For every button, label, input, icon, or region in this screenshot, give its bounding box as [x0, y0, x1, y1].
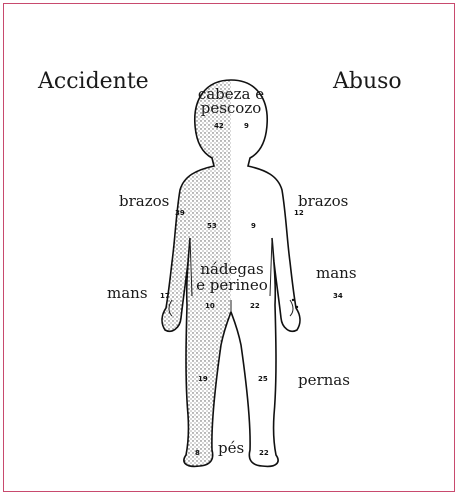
label-brazos-left: brazos [119, 194, 169, 209]
count-arm-abuse: 12 [294, 210, 304, 217]
accident-heading: Accidente [38, 71, 149, 93]
label-cabeza-line2: pescozo [195, 101, 267, 116]
count-buttock-accident: 10 [205, 303, 215, 310]
count-buttock-abuse: 22 [250, 303, 260, 310]
count-leg-accident: 19 [198, 376, 208, 383]
count-head-abuse: 9 [244, 123, 249, 130]
label-pes: pés [218, 441, 244, 456]
label-nadegas-line2: e perineo [189, 278, 275, 293]
count-foot-accident: 8 [195, 450, 200, 457]
count-torso-accident: 53 [207, 223, 217, 230]
count-hand-accident: 17 [160, 293, 170, 300]
label-mans-right: mans [316, 266, 357, 281]
count-torso-abuse: 9 [251, 223, 256, 230]
label-pernas: pernas [298, 373, 350, 388]
abuse-heading: Abuso [333, 71, 402, 93]
count-leg-abuse: 25 [258, 376, 268, 383]
count-hand-abuse: 34 [333, 293, 343, 300]
label-brazos-right: brazos [298, 194, 348, 209]
count-foot-abuse: 22 [259, 450, 269, 457]
count-head-accident: 42 [214, 123, 224, 130]
label-mans-left: mans [107, 286, 148, 301]
label-nadegas-line1: nádegas [189, 262, 275, 277]
count-arm-accident: 39 [175, 210, 185, 217]
